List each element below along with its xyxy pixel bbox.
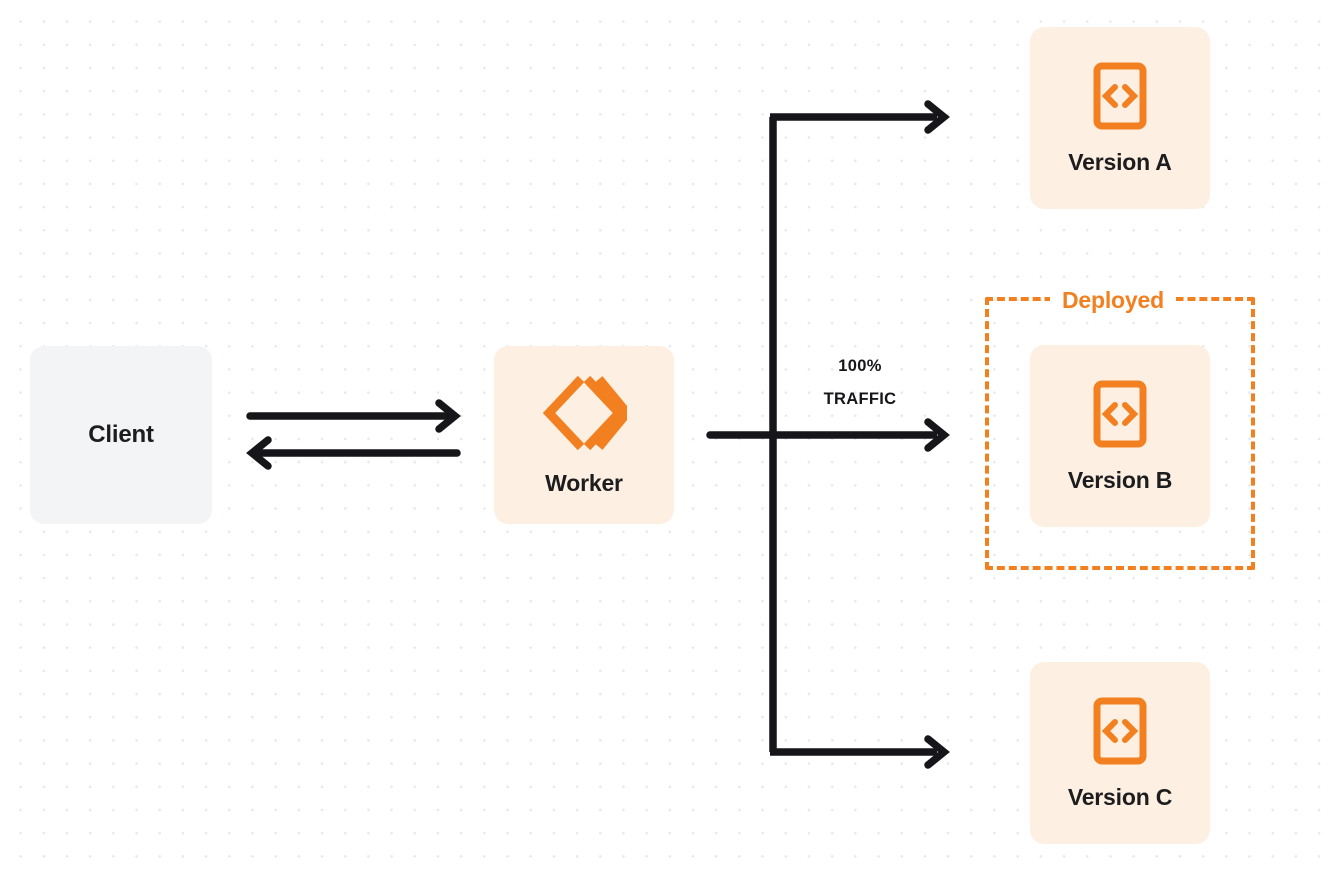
edge-to-version-a [770, 104, 944, 130]
node-client[interactable]: Client [30, 346, 212, 524]
node-version-c-label: Version C [1067, 783, 1173, 810]
deployed-group-label: Deployed [1050, 287, 1176, 313]
node-version-a-label: Version A [1068, 148, 1172, 175]
edge-worker-to-client [252, 440, 461, 466]
edge-to-version-b [773, 422, 944, 448]
node-worker-label: Worker [545, 469, 623, 496]
traffic-label: 100% TRAFFIC [789, 350, 931, 416]
code-brackets-icon [1092, 379, 1148, 449]
code-brackets-icon [1092, 696, 1148, 766]
edge-to-version-c [770, 739, 944, 765]
edge-client-to-worker [246, 403, 455, 429]
node-worker[interactable]: Worker [494, 346, 674, 524]
code-brackets-icon [1092, 61, 1148, 131]
cloudflare-workers-icon [541, 374, 627, 452]
node-version-b-label: Version B [1067, 466, 1173, 493]
node-version-b[interactable]: Version B [1030, 345, 1210, 527]
traffic-word: TRAFFIC [823, 390, 897, 408]
edge-worker-to-versions-trunk [706, 117, 777, 752]
node-version-c[interactable]: Version C [1030, 662, 1210, 844]
node-client-label: Client [88, 421, 154, 448]
traffic-percent: 100% [838, 357, 882, 375]
node-version-a[interactable]: Version A [1030, 27, 1210, 209]
